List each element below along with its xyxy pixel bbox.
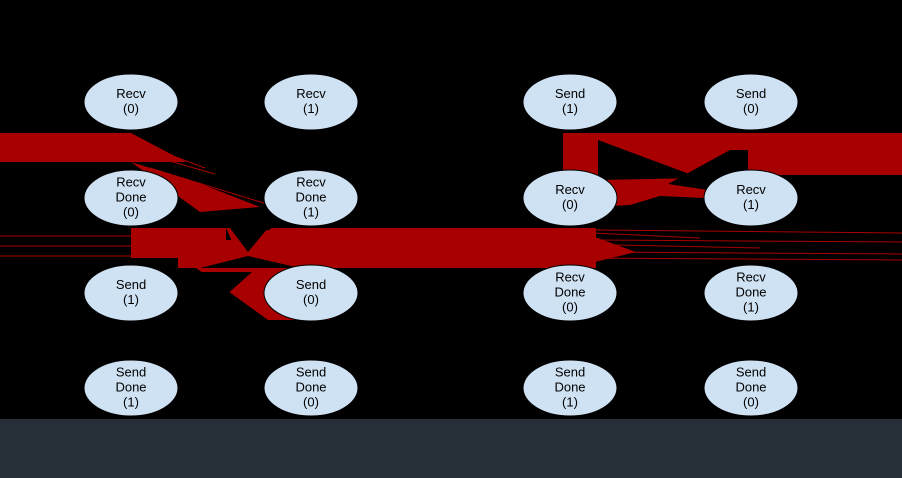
edge-bowtie-right-notch (598, 140, 700, 180)
graph-node[interactable]: Send(1) (522, 73, 618, 131)
footer-bar (0, 419, 902, 478)
edge-crossing-left-tail-notch (196, 272, 252, 306)
node-ellipse[interactable] (522, 359, 618, 417)
edge-layer (0, 133, 902, 320)
graph-node[interactable]: Recv(1) (703, 169, 799, 227)
edge-hairline-mid-b (569, 243, 761, 249)
edge-hairline-left-upper-a (130, 139, 206, 169)
node-ellipse[interactable] (263, 264, 359, 322)
edge-recv0-to-recvdone1 (131, 162, 260, 212)
edge-hairline-lower-c (595, 251, 902, 255)
graph-node[interactable]: Recv(0) (522, 169, 618, 227)
edge-hairline-recv0-recvdone1 (149, 167, 271, 206)
graph-node[interactable]: Send(1) (83, 264, 179, 322)
edge-arrow-left-upper (131, 133, 186, 162)
graph-node[interactable]: Send(0) (263, 264, 359, 322)
graph-node[interactable]: Recv(1) (263, 73, 359, 131)
node-ellipse[interactable] (263, 359, 359, 417)
node-ellipse[interactable] (703, 169, 799, 227)
node-ellipse[interactable] (263, 169, 359, 227)
edge-band-mid-left (318, 228, 570, 268)
node-ellipse[interactable] (263, 73, 359, 131)
edge-band-right-upper (737, 133, 902, 175)
edge-hairline-lower-a (595, 229, 902, 234)
graph-node[interactable]: Recv(0) (83, 73, 179, 131)
edge-hairline-lower-b (595, 239, 902, 243)
node-ellipse[interactable] (522, 73, 618, 131)
node-ellipse[interactable] (83, 169, 179, 227)
edge-bowtie-left-notch-upper (230, 228, 268, 252)
node-ellipse[interactable] (83, 73, 179, 131)
node-ellipse[interactable] (703, 359, 799, 417)
edge-bowtie-left-body (178, 240, 360, 268)
node-ellipse[interactable] (83, 264, 179, 322)
edge-band-left-upper (0, 133, 131, 162)
node-ellipse[interactable] (703, 73, 799, 131)
node-ellipse[interactable] (83, 359, 179, 417)
node-ellipse[interactable] (703, 264, 799, 322)
edge-band-right-lower (570, 228, 596, 268)
edge-hairline-left-upper-b (130, 149, 216, 175)
edge-bowtie-left-notch-lower (200, 256, 300, 268)
edge-hairline-mid-c (569, 257, 902, 261)
node-ellipse[interactable] (522, 264, 618, 322)
node-ellipse[interactable] (522, 169, 618, 227)
graph-node[interactable]: Send(0) (703, 73, 799, 131)
